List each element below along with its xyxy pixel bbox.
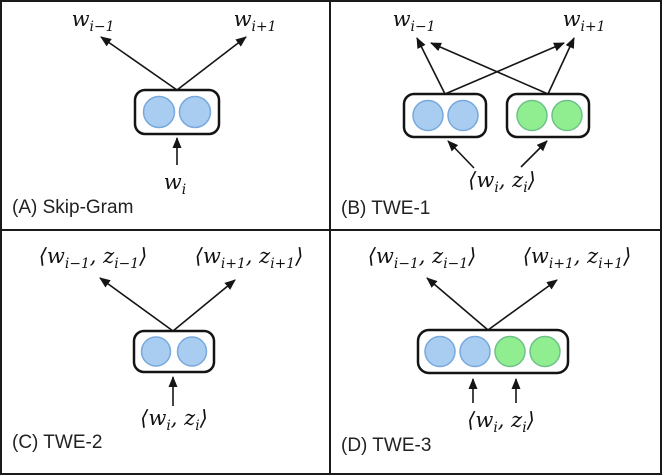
output-arrow-word-left <box>416 37 446 95</box>
output-label-left: wi−1 <box>71 7 115 36</box>
word-embedding-unit <box>459 335 491 368</box>
word-embedding-unit <box>412 99 444 132</box>
input-label: ⟨wi, zi⟩ <box>468 168 536 197</box>
panel-skip-gram: wi−1 wi+1 wi (A) Skip-Gram <box>2 2 331 231</box>
output-arrow-topic-left <box>430 42 549 95</box>
output-label-left: wi−1 <box>392 7 436 36</box>
output-label-left: ⟨wi−1, zi−1⟩ <box>38 244 148 273</box>
input-label: ⟨wi, zi⟩ <box>140 406 208 435</box>
output-arrow-left <box>99 277 174 332</box>
topic-embedding-unit <box>551 99 583 132</box>
topic-embedding-unit <box>494 335 526 368</box>
word-embedding-unit <box>447 99 479 132</box>
input-label: wi <box>163 170 187 199</box>
word-embedding-unit <box>140 336 172 367</box>
output-arrow-left <box>100 36 178 91</box>
diagram-canvas-twe-3 <box>416 277 570 403</box>
output-label-right: wi+1 <box>233 7 277 36</box>
panel-caption: (A) Skip-Gram <box>12 197 134 218</box>
diagram-canvas-twe-1 <box>402 37 591 169</box>
word-embedding-unit <box>424 335 456 368</box>
output-arrow-right <box>176 36 247 91</box>
panel-twe-3: ⟨wi−1, zi−1⟩ ⟨wi+1, zi+1⟩ ⟨wi, zi⟩ (D) T… <box>331 231 660 473</box>
embedding-layer-box <box>416 328 570 375</box>
word-embedding-unit <box>142 95 176 129</box>
panel-twe-1: wi−1 wi+1 ⟨wi, zi⟩ (B) TWE-1 <box>331 2 660 231</box>
panel-caption: (C) TWE-2 <box>12 432 103 453</box>
word-embedding-unit <box>176 336 208 367</box>
topic-embedding-unit <box>529 335 561 368</box>
input-arrow-topic <box>520 140 548 168</box>
panel-caption: (B) TWE-1 <box>341 198 431 219</box>
output-arrow-topic-right <box>547 37 575 95</box>
output-label-right: ⟨wi+1, zi+1⟩ <box>194 244 304 273</box>
output-label-right: wi+1 <box>562 7 606 36</box>
output-label-left: ⟨wi−1, zi−1⟩ <box>367 244 477 273</box>
output-arrow-word-right <box>444 42 565 95</box>
diagram-canvas-skip-gram <box>100 36 247 165</box>
topic-embedding-unit <box>516 99 548 132</box>
word-embedding-unit <box>178 95 212 129</box>
output-arrow-right <box>172 279 236 332</box>
panel-caption: (D) TWE-3 <box>341 435 432 456</box>
output-arrow-right <box>487 279 558 331</box>
output-arrow-left <box>426 277 489 331</box>
output-label-right: ⟨wi+1, zi+1⟩ <box>522 244 632 273</box>
input-label: ⟨wi, zi⟩ <box>467 408 535 437</box>
input-arrow-word <box>447 140 475 169</box>
diagram-canvas-twe-2 <box>99 277 236 406</box>
panel-twe-2: ⟨wi−1, zi−1⟩ ⟨wi+1, zi+1⟩ ⟨wi, zi⟩ (C) T… <box>2 231 331 473</box>
